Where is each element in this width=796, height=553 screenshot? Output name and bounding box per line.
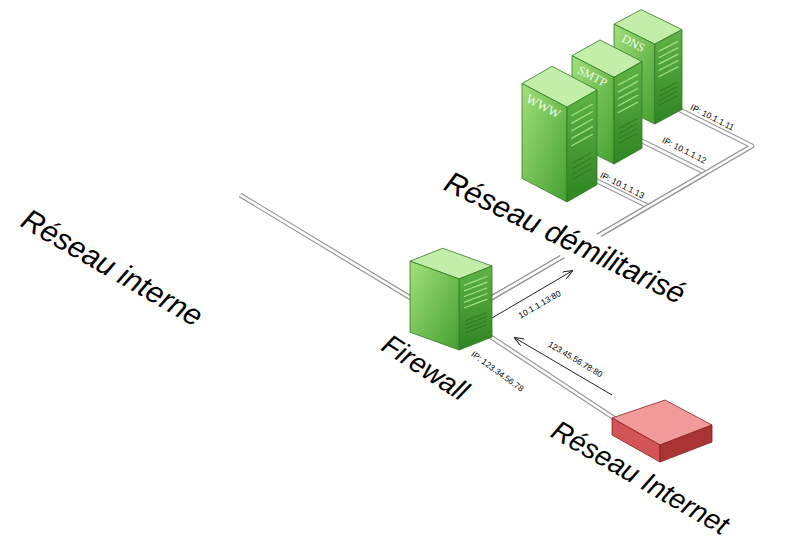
ip-label: IP: 10.1.1.12 (660, 136, 707, 167)
ip-label: IP: 123.34.56.78 (469, 350, 525, 395)
server-shape (522, 62, 597, 202)
server-shape (410, 245, 492, 350)
flow-arrow (515, 338, 612, 395)
ip-label: IP: 10.1.1.13 (598, 171, 645, 202)
zone-shape (60, 80, 330, 245)
network-zone: Réseau démilitariséWWWIP: 10.1.1.13SMTPI… (466, 40, 794, 254)
network-wire (240, 195, 414, 300)
internet-router: Réseau Internet (608, 396, 716, 466)
ip-label: IP: 10.1.1.11 (689, 103, 736, 133)
zone-label: Réseau interne (15, 202, 208, 334)
port-label: 123.45.56.78:80 (546, 340, 604, 380)
server-tower: WWWIP: 10.1.1.13 (522, 62, 597, 202)
firewall-server: FirewallIP: 123.34.56.78 (410, 245, 492, 350)
port-label: 10.1.1.13:80 (517, 289, 563, 321)
network-zone: Réseau interne (60, 80, 330, 245)
